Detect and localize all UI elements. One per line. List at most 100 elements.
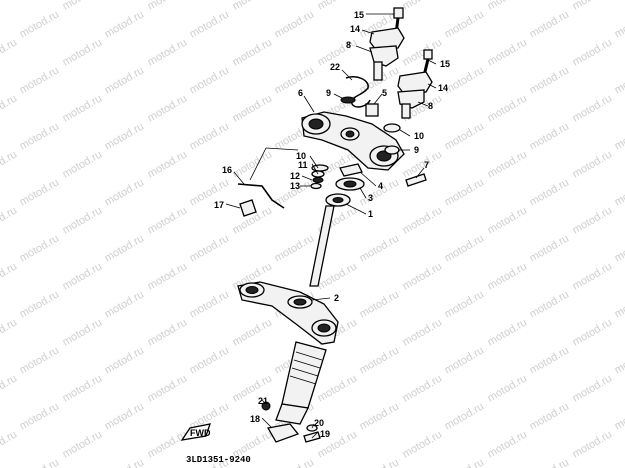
callout-7: 7 [424,160,429,170]
watermark-text: motod.ru [613,8,625,40]
watermark-text: motod.ru [613,400,625,432]
watermark-text: motod.ru [571,428,615,460]
watermark-text: motod.ru [273,456,317,468]
callout-22: 22 [330,62,340,72]
watermark-text: motod.ru [528,232,572,264]
watermark-text: motod.ru [528,120,572,152]
callout-2: 2 [334,293,339,303]
watermark-text: motod.ru [486,148,530,180]
watermark-text: motod.ru [0,148,19,180]
watermark-text: motod.ru [103,344,147,376]
watermark-text: motod.ru [61,316,105,348]
bearing-1-hole [332,197,344,203]
washer-10 [383,123,401,133]
watermark-text: motod.ru [613,64,625,96]
watermark-text: motod.ru [401,204,445,236]
callout-6: 6 [298,88,303,98]
bolt-15b-head [423,49,433,60]
watermark-text: motod.ru [18,400,62,432]
watermark-text: motod.ru [358,344,402,376]
watermark-text: motod.ru [146,372,190,404]
watermark-text: motod.ru [528,400,572,432]
callout-15: 15 [354,10,364,20]
watermark-text: motod.ru [146,148,190,180]
clip-22 [345,76,371,108]
lower-bracket-2 [237,281,339,345]
watermark-text: motod.ru [0,372,19,404]
watermark-text: motod.ru [571,316,615,348]
watermark-text: motod.ru [401,36,445,68]
watermark-text: motod.ru [0,428,19,460]
callout-4: 4 [378,181,383,191]
watermark-text: motod.ru [103,120,147,152]
watermark-text: motod.ru [358,288,402,320]
callout-12: 12 [290,171,300,181]
watermark-text: motod.ru [146,36,190,68]
watermark-text: motod.ru [18,176,62,208]
watermark-text: motod.ru [61,148,105,180]
washer-12 [312,177,324,183]
fork-tube-end [275,403,309,425]
cover-18 [266,423,300,443]
watermark-text: motod.ru [146,92,190,124]
callout-20: 20 [314,418,324,428]
callout-labels: 15 14 8 15 14 8 22 9 5 6 10 9 7 10 12 11… [214,10,450,439]
callout-16: 16 [222,165,232,175]
watermark-text: motod.ru [273,8,317,40]
watermark-text: motod.ru [358,232,402,264]
diagram-code: 3LD1351-9240 [186,455,251,465]
watermark-text: motod.ru [188,288,232,320]
nut-21 [261,401,271,411]
watermark-text: motod.ru [231,36,275,68]
watermark-text: motod.ru [401,428,445,460]
watermark-text: motod.ru [0,0,19,13]
watermark-text: motod.ru [401,0,445,13]
watermark-text: motod.ru [486,428,530,460]
callout-14: 14 [350,24,360,34]
watermark-text: motod.ru [528,288,572,320]
watermark-text: motod.ru [188,344,232,376]
watermark-text: motod.ru [188,176,232,208]
watermark-text: motod.ru [486,92,530,124]
callout-15b: 15 [440,59,450,69]
watermark-text: motod.ru [486,36,530,68]
callout-21: 21 [258,396,268,406]
watermark-text: motod.ru [231,0,275,13]
watermark-text: motod.ru [443,456,487,468]
watermark-text: motod.ru [613,176,625,208]
watermark-text: motod.ru [401,260,445,292]
watermark-text: motod.ru [146,0,190,13]
watermark-text: motod.ru [61,92,105,124]
watermark-text: motod.ru [443,400,487,432]
watermark-text: motod.ru [571,36,615,68]
handlebar-holder-left [369,7,405,81]
watermark-text: motod.ru [443,8,487,40]
clamp-17 [239,199,257,217]
fwd-label: FWD [190,428,211,438]
leader-lines [225,13,437,439]
bolt-13 [310,182,322,190]
watermark-text: motod.ru [358,400,402,432]
watermark-text: motod.ru [103,288,147,320]
upper-holder-14 [369,27,405,51]
watermark-text: motod.ru [0,260,19,292]
watermark-text: motod.ru [61,372,105,404]
callout-8b: 8 [428,101,433,111]
rubber-9b [384,145,400,155]
watermark-text: motod.ru [443,176,487,208]
watermark-text: motod.ru [528,176,572,208]
watermark-text: motod.ru [103,8,147,40]
watermark-text: motod.ru [486,204,530,236]
handlebar-holder-right [397,49,433,119]
watermark-text: motod.ru [528,456,572,468]
watermark-text: motod.ru [188,64,232,96]
watermark-text: motod.ru [443,344,487,376]
watermark-text: motod.ru [61,428,105,460]
ring-nut-4 [339,163,363,177]
lower-holder-8 [369,45,399,67]
watermark-text: motod.ru [571,372,615,404]
callout-10: 10 [414,131,424,141]
watermark-text: motod.ru [103,232,147,264]
